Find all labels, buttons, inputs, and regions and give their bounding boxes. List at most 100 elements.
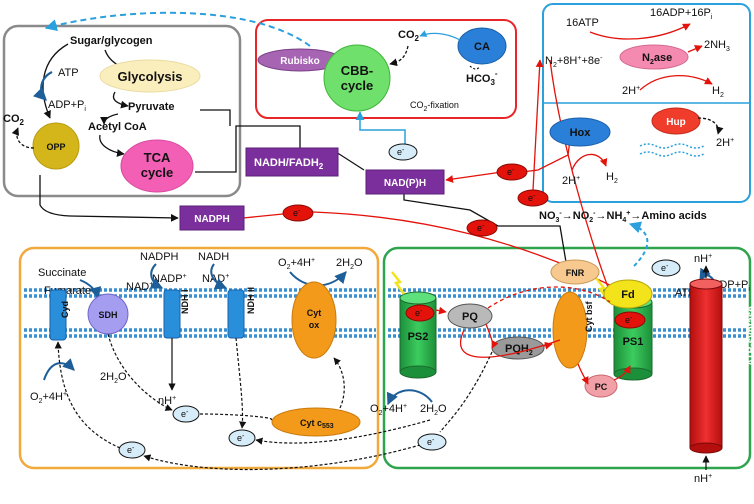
electron-blue-top: e- — [388, 143, 418, 161]
cyd-node — [49, 289, 67, 341]
nh-bottom-label: nH+ — [694, 473, 712, 485]
co2-fixation-label: CO2-fixation — [410, 100, 459, 113]
hox-to-e-red — [521, 139, 571, 173]
nadph-box-left — [179, 205, 245, 231]
resp-dash-2 — [235, 337, 247, 429]
pc-node — [584, 374, 618, 398]
cbb-cycle-label: cycle — [341, 78, 374, 93]
pqh2-to-cyt-red — [543, 341, 553, 350]
hco3-label: HCO3- — [466, 69, 498, 87]
atp-label: ATP — [58, 67, 79, 79]
nadph-to-e-line — [242, 213, 284, 219]
svg-text:e-: e- — [237, 433, 245, 443]
fd-to-n2ase-red — [549, 59, 613, 299]
resp-dash-3 — [199, 413, 273, 421]
tca-label: TCA — [144, 150, 171, 165]
pq-dash-red — [487, 286, 611, 309]
hup-h-label: 2H+ — [716, 137, 734, 149]
pqh2-label: PQH2 — [505, 343, 533, 357]
succinate-label: Succinate — [38, 267, 86, 279]
nadph-to-cbb-arrow — [355, 111, 406, 150]
hco3-to-ca-arrow — [469, 65, 481, 70]
cbb-to-sugar-arrow — [44, 11, 311, 47]
ps2-to-pq-red — [435, 306, 447, 315]
nadh-fadh-label: NADH/FADH2 — [254, 157, 324, 171]
svg-text:e-: e- — [293, 208, 301, 218]
h2-label: H2 — [712, 85, 724, 99]
cbb-label: CBB- — [341, 63, 374, 78]
fd-node — [603, 279, 653, 309]
hox-curve — [571, 153, 608, 171]
cyt-to-pc-red — [577, 363, 589, 385]
sdh-nad-label: NAD+ — [126, 281, 153, 293]
nadph-label-center: NAD(P)H — [384, 178, 426, 189]
ps2-h2o-label: 2H2O — [420, 403, 447, 417]
nadh-fadh-box — [245, 147, 339, 177]
electron-blue-resp-3: e- — [118, 441, 146, 459]
h-plus-label: 2H+ — [622, 85, 640, 97]
resp-dash-4 — [143, 441, 431, 471]
sugar-glycogen-label: Sugar/glycogen — [70, 35, 153, 47]
reactants-label: N2+8H++8e- — [545, 55, 603, 69]
opp-to-co2-dash — [11, 127, 35, 149]
electron-red-nadph: e- — [282, 204, 314, 222]
pq-to-pqh2-red — [485, 323, 499, 349]
nh3-label: 2NH3 — [704, 39, 730, 53]
rubisko-label: Rubisko — [280, 56, 319, 67]
hox-node — [549, 117, 611, 147]
succinate-to-fumarate — [79, 279, 102, 300]
svg-text:e-: e- — [507, 167, 515, 177]
sugar-to-opp-arrow — [42, 43, 69, 119]
n2ase-label: N2ase — [642, 52, 672, 66]
ps2-water-curve — [386, 389, 433, 406]
svg-text:e-: e- — [397, 147, 405, 157]
atp16-curve — [589, 23, 691, 40]
electron-blue-fd: e- — [651, 259, 681, 277]
nad2-plus-label: NAD+ — [202, 273, 229, 285]
svg-text:e-: e- — [477, 223, 485, 233]
cyt-c553-node — [271, 407, 361, 437]
atp16-label: 16ATP — [566, 17, 599, 29]
membrane-respiratory — [24, 288, 376, 338]
co2-label-left: CO2 — [3, 113, 25, 127]
pyruvate-label: Pyruvate — [128, 101, 174, 113]
adp-label: ADP+Pi — [48, 99, 86, 113]
atp-synthase-node — [689, 278, 723, 454]
fnr-node — [550, 259, 600, 285]
e-to-nadph-red — [445, 171, 503, 183]
svg-text:e-: e- — [625, 315, 633, 325]
c553-to-cytox — [333, 357, 345, 409]
cyt-bsf-node — [552, 291, 588, 369]
ca-node — [457, 27, 507, 65]
glycolysis-node — [99, 59, 201, 93]
fnr-to-nadph-arrow — [400, 185, 567, 263]
sdh-h2o-label: 2H2O — [100, 371, 127, 385]
cbb-cycle-node — [323, 44, 391, 112]
hup-dash — [697, 117, 724, 135]
svg-text:e-: e- — [415, 308, 423, 318]
electron-red-ps1: e- — [614, 311, 646, 329]
adp16-label: 16ADP+16Pi — [650, 7, 713, 21]
pyruvate-to-acetyl-arrow — [100, 113, 119, 125]
pc-to-ps1-red — [613, 365, 631, 381]
pqh2-cyt-to-resp — [439, 351, 493, 433]
electron-red-right: e- — [517, 189, 549, 207]
acetyl-coa-label: Acetyl CoA — [88, 121, 147, 133]
hox-h2-label: H2 — [606, 171, 618, 185]
ca-to-co2-arrow — [419, 30, 461, 41]
tca-to-nadh-line — [195, 125, 301, 173]
glycolysis-to-pyruvate-arrow — [112, 91, 129, 109]
co2-fix-label: CO2 — [398, 29, 420, 43]
co2-to-cbb-dash — [389, 45, 409, 67]
electron-red-lower: e- — [466, 219, 498, 237]
ndh2-label: NDH II — [246, 287, 256, 314]
cyt-bsf-label: Cyt bsf — [584, 300, 594, 332]
pq-node — [447, 303, 493, 329]
h-to-h2-curve — [639, 75, 713, 91]
ndh1-label: NDH I — [180, 290, 190, 315]
electron-red-ps2: e- — [405, 304, 435, 322]
cyt-c553-label: Cyt c553 — [300, 418, 334, 430]
electron-red-center: e- — [496, 163, 528, 181]
h2o-resp-label: 2H2O — [336, 257, 363, 271]
pq-loop-red — [459, 329, 561, 358]
